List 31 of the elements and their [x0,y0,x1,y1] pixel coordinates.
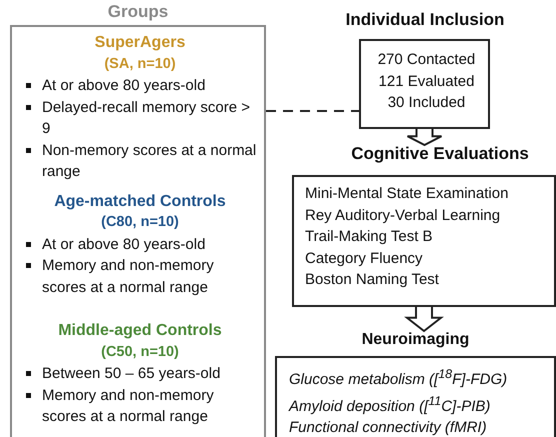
list-item: Glucose metabolism ([$^{18}$F]-FDG) [289,366,508,390]
group-heading: Middle-aged Controls [57,321,223,341]
list-item: Boston Naming Test [305,270,440,290]
section-heading: Individual Inclusion [344,9,506,31]
list-item: 121 Evaluated [378,72,476,92]
bullet-item: Memory and non-memory scores at a normal range [22,384,258,428]
bullet-item: At or above 80 years-old [22,234,258,255]
group-size-label: (C80, n=10) [100,213,180,232]
group-heading: Age-matched Controls [53,192,227,212]
list-item: Rey Auditory-Verbal Learning [305,206,502,226]
bullet-item: Delayed-recall memory score > 9 [22,96,258,140]
block-arrow [406,128,442,146]
list-item: 270 Contacted [376,50,476,70]
section-heading: Cognitive Evaluations [350,143,530,165]
bullet-item: Between 50 – 65 years-old [22,363,258,384]
list-item: Category Fluency [305,248,424,268]
section-heading: Neuroimaging [360,330,470,350]
bullet-item: Non-memory scores at a normal range [22,140,258,182]
list-item: Mini-Mental State Examination [305,184,510,204]
list-item: Amyloid deposition ([$^{11}$C]-PIB) [289,392,492,416]
list-item: Functional connectivity (fMRI) [289,418,488,437]
connector-line [266,110,359,112]
block-arrow [404,306,444,332]
section-heading: Groups [106,1,170,23]
list-item: 30 Included [386,93,466,113]
bullet-item: Memory and non-memory scores at a normal range [22,255,258,298]
bullet-item: At or above 80 years-old [22,75,258,96]
group-size-label: (SA, n=10) [103,54,177,74]
group-heading: SuperAgers [94,33,186,53]
list-item: Trail-Making Test B [305,227,434,247]
group-size-label: (C50, n=10) [100,342,180,362]
